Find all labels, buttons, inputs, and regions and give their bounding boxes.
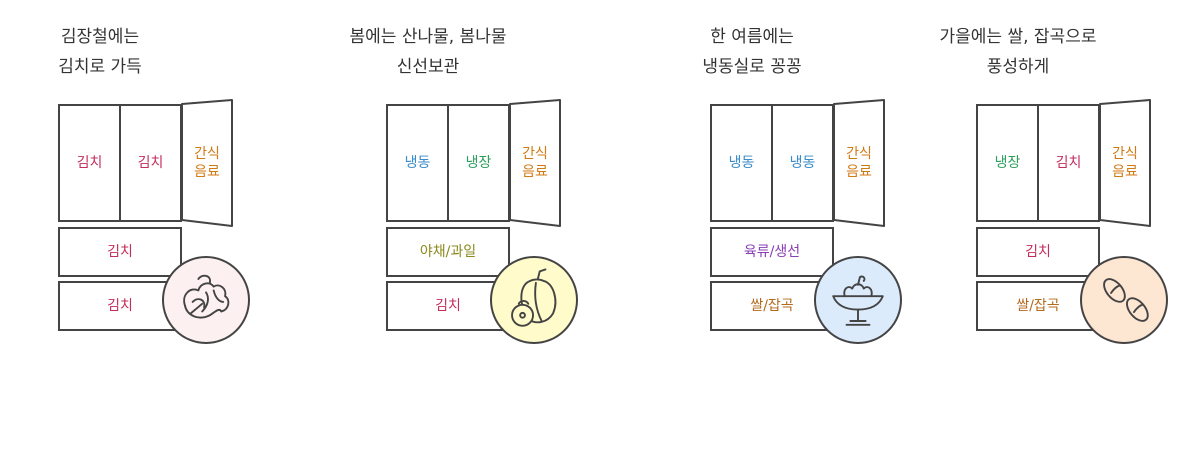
top-compartment[interactable]: 냉장 (976, 104, 1039, 222)
fridge-door[interactable] (508, 98, 564, 228)
drawer[interactable]: 쌀/잡곡 (710, 281, 834, 331)
door-label-line: 음료 (846, 164, 872, 180)
drawer[interactable]: 육류/생선 (710, 227, 834, 277)
title-line: 한 여름에는 (710, 27, 794, 47)
title-line: 봄에는 산나물, 봄나물 (349, 27, 507, 47)
fridge-door[interactable] (1098, 98, 1154, 228)
drawer[interactable]: 김치 (58, 281, 182, 331)
grain-icon (1080, 256, 1168, 344)
drawer[interactable]: 김치 (58, 227, 182, 277)
title-line: 김치로 가득 (58, 57, 142, 77)
drawer[interactable]: 김치 (976, 227, 1100, 277)
fridge-door[interactable] (180, 98, 236, 228)
fruit-icon (490, 256, 578, 344)
title-line: 냉동실로 꽁꽁 (702, 57, 802, 77)
cabbage-icon (162, 256, 250, 344)
door-label-line: 간식 (194, 146, 220, 162)
door-label-line: 간식 (522, 146, 548, 162)
fridge-door[interactable] (832, 98, 888, 228)
top-compartment[interactable]: 냉장 (447, 104, 510, 222)
top-compartment[interactable]: 냉동 (386, 104, 449, 222)
door-label-line: 음료 (1112, 164, 1138, 180)
door-label-line: 간식 (846, 146, 872, 162)
door-label-line: 음료 (522, 164, 548, 180)
drawer[interactable]: 야채/과일 (386, 227, 510, 277)
top-compartment[interactable]: 김치 (58, 104, 121, 222)
top-compartment[interactable]: 냉동 (771, 104, 834, 222)
drawer[interactable]: 김치 (386, 281, 510, 331)
title-line: 가을에는 쌀, 잡곡으로 (939, 27, 1097, 47)
title-line: 신선보관 (396, 57, 460, 77)
ice-cream-icon (814, 256, 902, 344)
top-compartment[interactable]: 냉동 (710, 104, 773, 222)
door-label-line: 간식 (1112, 146, 1138, 162)
top-compartment[interactable]: 김치 (119, 104, 182, 222)
top-compartment[interactable]: 김치 (1037, 104, 1100, 222)
door-label-line: 음료 (194, 164, 220, 180)
title-line: 풍성하게 (986, 57, 1050, 77)
title-line: 김장철에는 (60, 27, 140, 47)
